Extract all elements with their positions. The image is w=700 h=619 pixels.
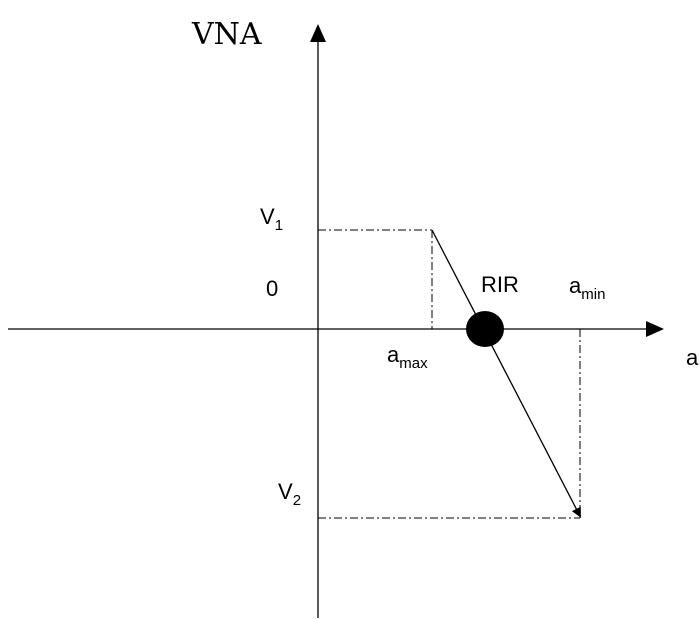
v2-label: V2 <box>278 479 301 509</box>
y-axis-arrow-icon <box>310 24 326 42</box>
a-min-label: amin <box>569 273 605 303</box>
origin-label: 0 <box>266 276 278 301</box>
x-axis-label: a <box>686 345 699 370</box>
rir-label: RIR <box>481 272 519 297</box>
v1-label: V1 <box>260 204 283 234</box>
rir-point <box>466 311 504 347</box>
y-axis-label: VNA <box>191 17 262 52</box>
vna-response-line <box>431 229 581 518</box>
a-max-label: amax <box>387 342 428 372</box>
x-axis-arrow-icon <box>646 321 664 337</box>
